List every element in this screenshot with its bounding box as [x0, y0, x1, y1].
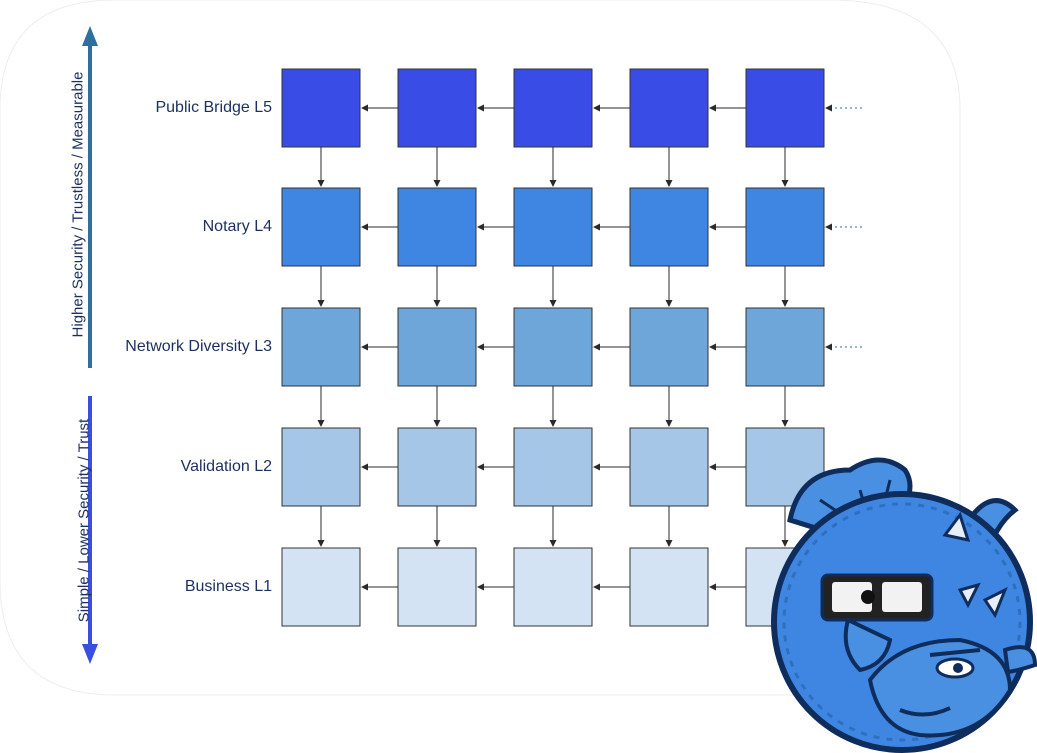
- layer-block: [513, 68, 593, 148]
- layer-block: [629, 547, 709, 627]
- layer-block: [629, 427, 709, 507]
- layer-block: [397, 547, 477, 627]
- layer-block: [629, 187, 709, 267]
- layer-block: [629, 68, 709, 148]
- layer-block: [745, 68, 825, 148]
- layer-label: Public Bridge L5: [155, 99, 272, 116]
- layer-block: [281, 427, 361, 507]
- layer-block: [281, 307, 361, 387]
- dragon-mascot: [771, 457, 1037, 753]
- layer-label: Notary L4: [202, 218, 272, 235]
- layer-block: [513, 187, 593, 267]
- layer-block: [281, 187, 361, 267]
- layer-grid: [281, 68, 862, 627]
- layer-label: Validation L2: [180, 458, 272, 475]
- layer-block: [745, 187, 825, 267]
- layer-block: [281, 68, 361, 148]
- layer-block: [629, 307, 709, 387]
- layer-block: [397, 187, 477, 267]
- layer-block: [397, 427, 477, 507]
- layer-block: [513, 427, 593, 507]
- axis-down-arrowhead: [82, 644, 98, 664]
- layer-block: [745, 307, 825, 387]
- axis-up-arrowhead: [82, 26, 98, 46]
- layer-block: [397, 68, 477, 148]
- layer-block: [513, 547, 593, 627]
- layer-block: [513, 307, 593, 387]
- layer-label: Network Diversity L3: [125, 338, 272, 355]
- layer-block: [397, 307, 477, 387]
- layer-block: [281, 547, 361, 627]
- axis-down-label: Simple / Lower Security / Trust: [75, 418, 93, 623]
- layer-label: Business L1: [184, 578, 272, 595]
